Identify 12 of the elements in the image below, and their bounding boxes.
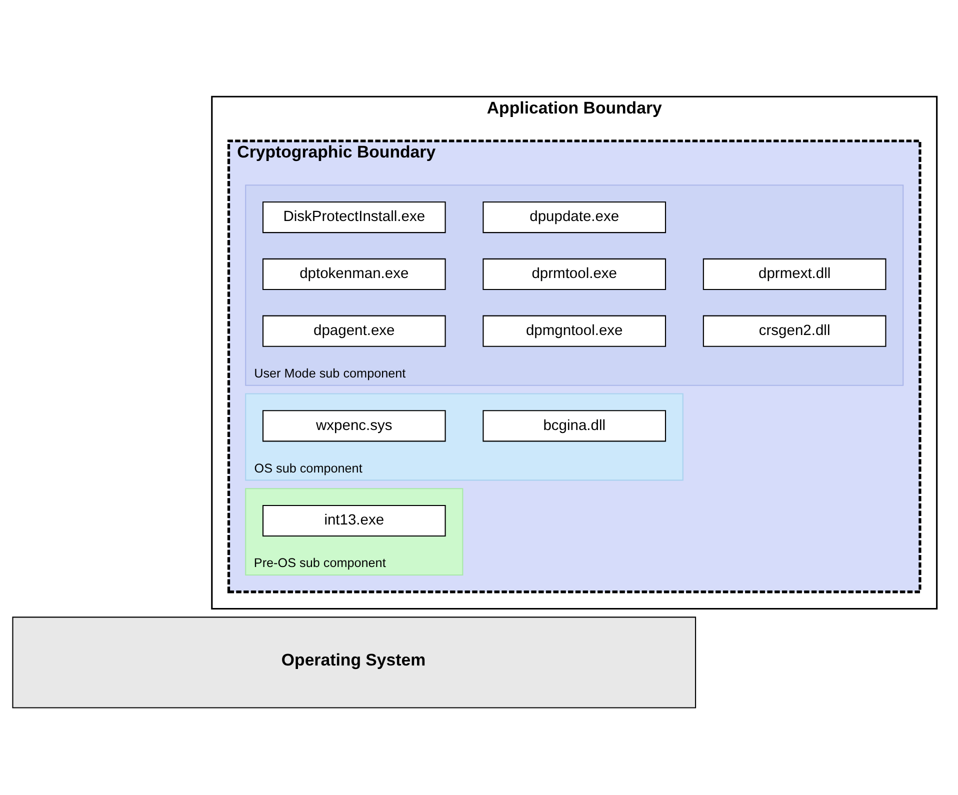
node-box: dpagent.exe [262, 314, 446, 346]
node-box: crsgen2.dll [702, 314, 886, 346]
node-box: dptokenman.exe [262, 258, 446, 290]
node-box: DiskProtectInstall.exe [262, 200, 446, 233]
node-box: dprmtool.exe [482, 258, 666, 290]
node-box: bcgina.dll [482, 410, 666, 442]
node-box: int13.exe [262, 504, 446, 536]
node-box: dprmext.dll [702, 258, 886, 290]
node-box: Operating System [12, 616, 696, 708]
node-box: dpupdate.exe [482, 200, 666, 233]
node-box: wxpenc.sys [262, 410, 446, 442]
node-box: dpmgntool.exe [482, 314, 666, 346]
